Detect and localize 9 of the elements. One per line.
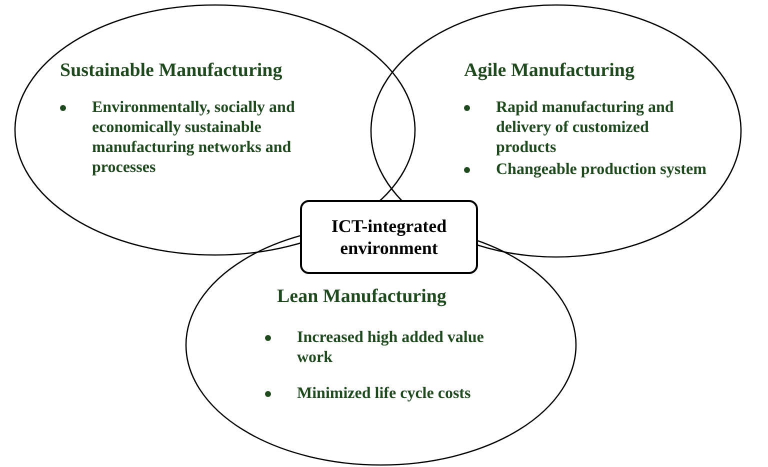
section-heading: Sustainable Manufacturing	[60, 60, 282, 82]
label-box: ICT-integrated environment	[300, 200, 478, 274]
bullet-item: Environmentally, socially and economically sustainable manufacturing networks and processes	[92, 98, 296, 178]
section-heading: Agile Manufacturing	[464, 60, 634, 82]
bullet-item: Minimized life cycle costs	[297, 384, 472, 404]
bullet-item: Rapid manufacturing and delivery of customized products	[496, 98, 675, 158]
bullet-item: Changeable production system	[496, 160, 708, 180]
bullet-item: Increased high added value work	[297, 328, 485, 368]
section-heading: Lean Manufacturing	[277, 286, 446, 308]
